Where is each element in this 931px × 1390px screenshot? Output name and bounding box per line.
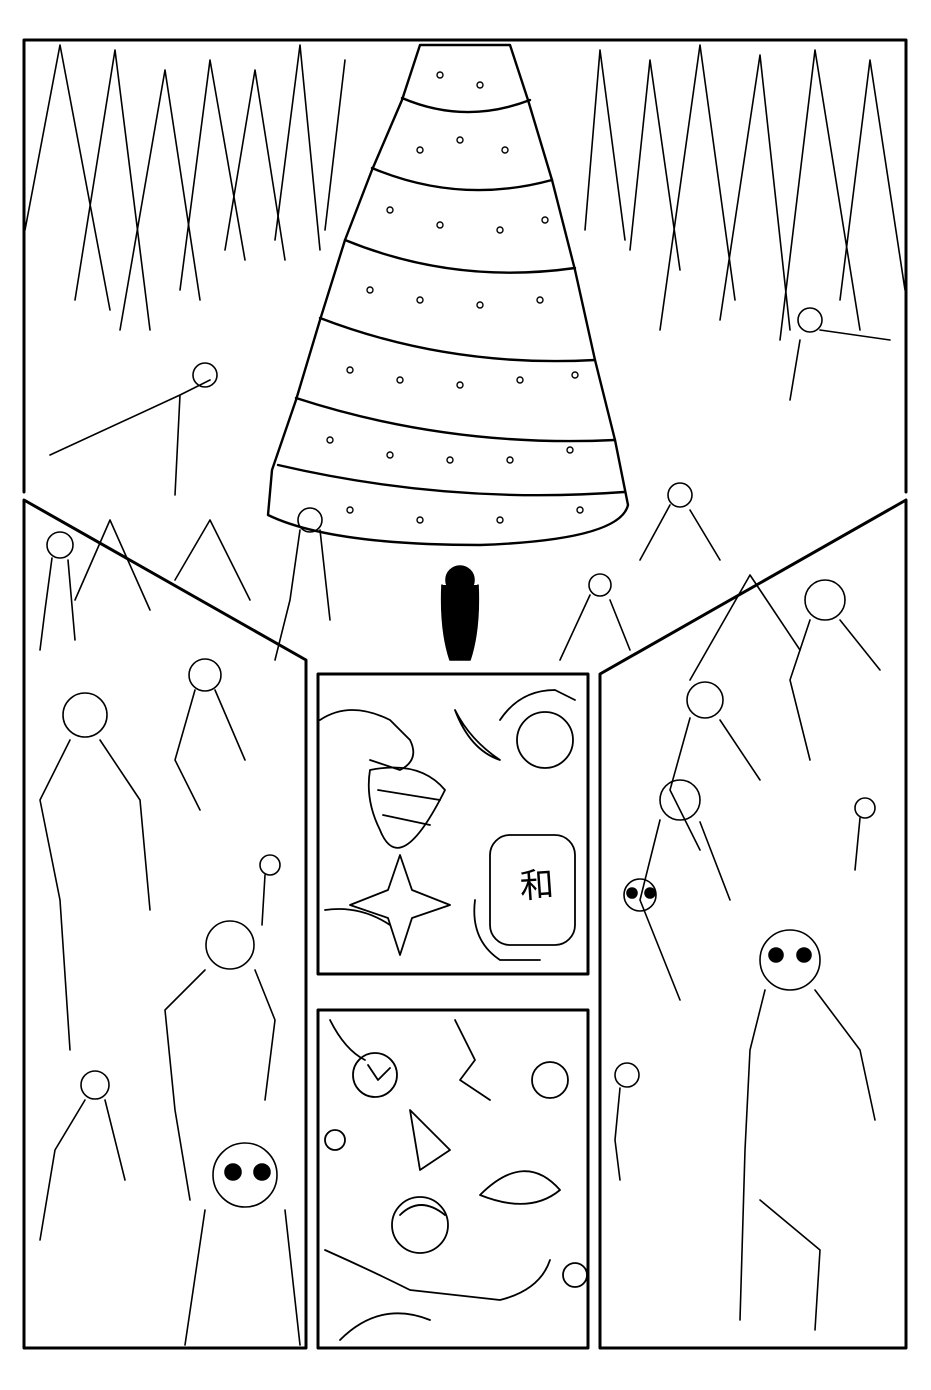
giant-christmas-tree (266, 43, 630, 547)
top-tree-panel (22, 38, 908, 661)
floating-people-top (49, 307, 891, 661)
background-trees-right (584, 44, 906, 341)
bell-ornament (479, 1170, 561, 1205)
lantern (489, 834, 576, 946)
lantern-character: 和 (518, 864, 556, 908)
left-crowd-panel (22, 498, 308, 1350)
center-bottom-panel (316, 1008, 590, 1350)
santa-ornament (391, 1196, 449, 1254)
background-trees-left (24, 44, 346, 331)
right-crowd-panel (598, 498, 908, 1350)
center-top-panel (316, 672, 590, 976)
